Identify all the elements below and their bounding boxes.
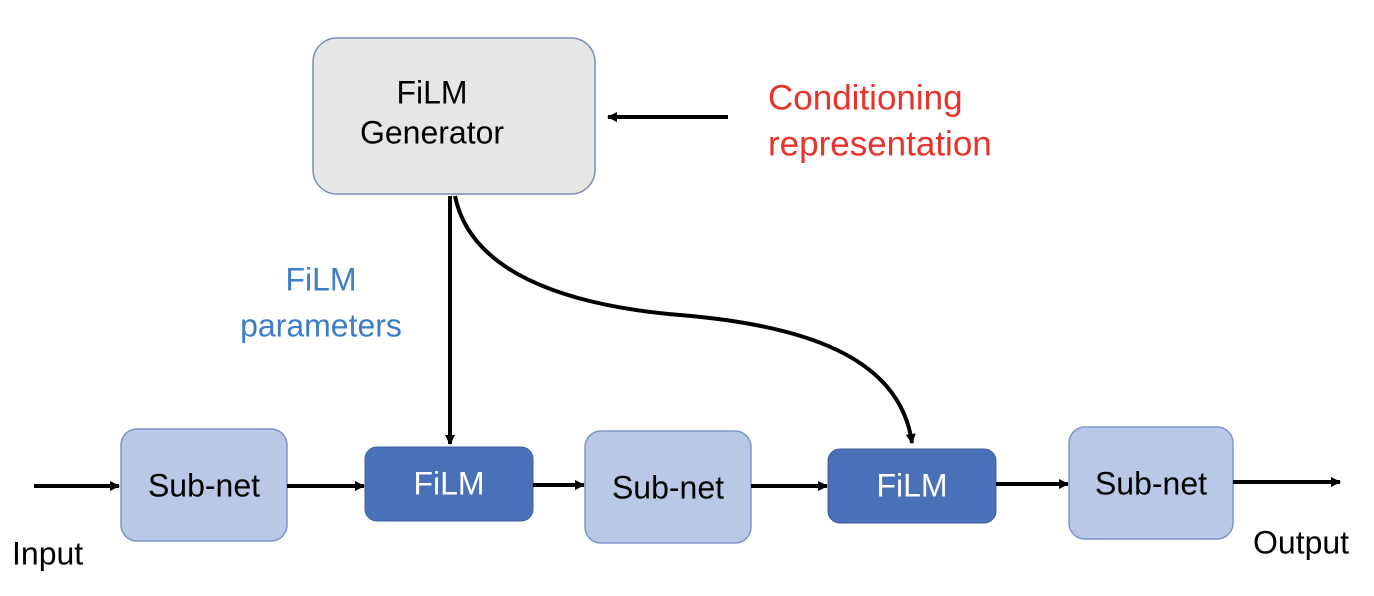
- film-parameters-label-line1: FiLM: [285, 261, 356, 297]
- generator-to-film2-arrow: [453, 195, 916, 444]
- input-label: Input: [12, 535, 83, 571]
- film-parameters-label-line2: parameters: [240, 307, 402, 343]
- subnet-node-3: Sub-net: [1068, 426, 1234, 540]
- subnet-label-2: Sub-net: [612, 469, 724, 505]
- subnet-label-3: Sub-net: [1095, 465, 1207, 501]
- subnet-node-2: Sub-net: [584, 430, 752, 544]
- subnet-label-1: Sub-net: [148, 467, 260, 503]
- film-node-2: FiLM: [827, 448, 997, 524]
- film-generator-label-line1: FiLM: [396, 74, 467, 110]
- film-generator-label-line2: Generator: [360, 114, 504, 150]
- film-generator-box: [312, 37, 596, 195]
- conditioning-label-line2: representation: [768, 124, 992, 163]
- film-node-1: FiLM: [364, 446, 534, 522]
- film-generator-node: FiLM Generator: [312, 37, 596, 195]
- film-label-2: FiLM: [876, 467, 947, 503]
- output-label: Output: [1253, 524, 1349, 560]
- film-label-1: FiLM: [413, 465, 484, 501]
- conditioning-label-line1: Conditioning: [768, 78, 963, 117]
- subnet-node-1: Sub-net: [120, 428, 288, 542]
